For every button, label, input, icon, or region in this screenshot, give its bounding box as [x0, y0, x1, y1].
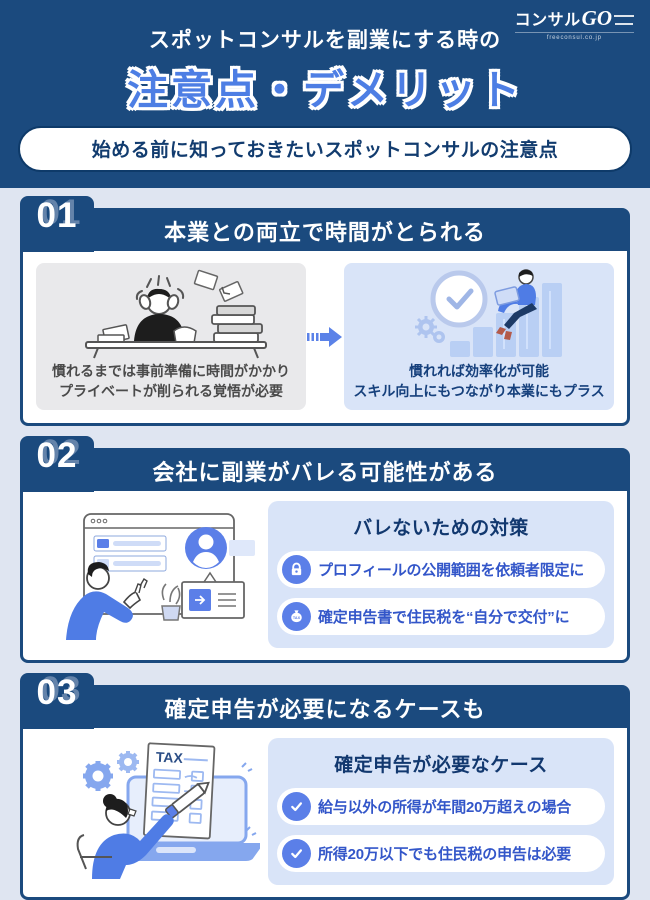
list-item: プロフィールの公開範囲を依頼者限定に — [277, 551, 605, 589]
section-01-heading: 本業との両立で時間がとられる — [164, 220, 486, 245]
section-03-number-tab: 03 — [20, 673, 94, 730]
section-01-number-tab: 01 — [20, 196, 94, 252]
section-01-body: 慣れるまでは事前準備に時間がかかり プライベートが削られる覚悟が必要 — [23, 251, 627, 423]
lock-icon — [282, 555, 311, 585]
tax-case-text: 所得20万以下でも住民税の申告は必要 — [318, 846, 572, 864]
list-item: 所得20万以下でも住民税の申告は必要 — [277, 835, 605, 873]
brand-logo-url: freeconsul.co.jp — [514, 32, 634, 41]
list-item: TAX 確定申告書で住民税を“自分で交付”に — [277, 598, 605, 636]
stressed-worker-illustration — [85, 269, 267, 359]
section-02-heading: 会社に副業がバレる可能性がある — [152, 460, 498, 486]
check-icon — [282, 792, 311, 822]
svg-text:TAX: TAX — [293, 616, 301, 620]
section-03-heading: 確定申告が必要になるケースも — [164, 697, 486, 723]
section-02-body: バレないための対策 プロフィールの公開範囲を依頼者限定に — [23, 491, 627, 660]
section-01-header: 本業との両立で時間がとられる — [23, 211, 627, 251]
section-03-card: 03 確定申告が必要になるケースも — [20, 673, 630, 900]
logo-speed-lines-icon — [614, 14, 634, 23]
after-box: 慣れれば効率化が可能 スキル向上にもつながり本業にもプラス — [344, 263, 614, 411]
arrow-right-icon — [307, 326, 342, 347]
before-caption: 慣れるまでは事前準備に時間がかかり プライベートが削られる覚悟が必要 — [40, 362, 302, 401]
main-content: 01 本業との両立で時間がとられる — [0, 196, 650, 900]
transition-arrow — [306, 263, 344, 410]
section-number: 02 — [36, 436, 78, 476]
before-box: 慣れるまでは事前準備に時間がかかり プライベートが削られる覚悟が必要 — [36, 263, 306, 411]
list-item: 給与以外の所得が年間20万超えの場合 — [277, 788, 605, 826]
money-bag-icon: TAX — [282, 602, 311, 632]
tax-form-illustration: TAX — [36, 739, 264, 884]
check-icon — [282, 839, 311, 869]
tax-case-text: 給与以外の所得が年間20万超えの場合 — [318, 799, 572, 817]
section-02-card: 02 会社に副業がバレる可能性がある — [20, 436, 630, 664]
brand-logo-go: GO — [581, 6, 612, 30]
section-02-number-tab: 02 — [20, 436, 94, 493]
section-number: 01 — [36, 196, 78, 235]
header-banner: 始める前に知っておきたいスポットコンサルの注意点 — [18, 126, 632, 172]
after-caption-line1: 慣れれば効率化が可能 — [409, 363, 549, 379]
before-caption-line1: 慣れるまでは事前準備に時間がかかり — [52, 363, 290, 379]
section-03-header: 確定申告が必要になるケースも — [23, 688, 627, 729]
section-02-header: 会社に副業がバレる可能性がある — [23, 451, 627, 492]
growth-bars-illustration — [415, 269, 562, 357]
countermeasure-text: 確定申告書で住民税を“自分で交付”に — [318, 609, 570, 627]
countermeasure-text: プロフィールの公開範囲を依頼者限定に — [318, 562, 585, 580]
svg-text:TAX: TAX — [156, 749, 184, 766]
clock-icon — [430, 270, 488, 328]
countermeasures-panel: バレないための対策 プロフィールの公開範囲を依頼者限定に — [268, 501, 614, 649]
section-01-card: 01 本業との両立で時間がとられる — [20, 196, 630, 427]
page-title: 注意点・デメリット — [127, 67, 523, 113]
header-subtitle: スポットコンサルを副業にする時の — [148, 29, 502, 52]
after-caption: 慣れれば効率化が可能 スキル向上にもつながり本業にもプラス — [348, 362, 610, 401]
panel-title: バレないための対策 — [353, 518, 529, 540]
profile-browser-illustration — [36, 504, 260, 645]
tax-cases-panel: 確定申告が必要なケース 給与以外の所得が年間20万超えの場合 — [268, 738, 614, 886]
brand-logo-text: コンサル — [514, 12, 581, 29]
before-caption-line2: プライベートが削られる覚悟が必要 — [59, 382, 283, 399]
after-caption-line2: スキル向上にもつながり本業にもプラス — [353, 382, 605, 399]
section-number: 03 — [36, 673, 78, 713]
panel-title: 確定申告が必要なケース — [334, 755, 548, 777]
